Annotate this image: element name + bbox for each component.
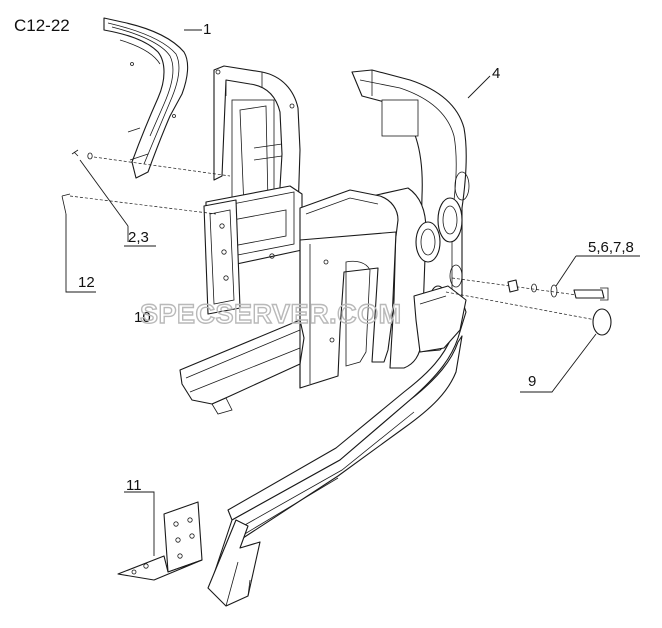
part-2-3-fastener <box>71 149 231 177</box>
part-1-trim-strip <box>103 17 189 179</box>
leader-11 <box>124 491 155 556</box>
part-9-cover-cap <box>445 291 612 336</box>
leader-2-3 <box>79 159 129 227</box>
callout-1: 1 <box>203 21 211 38</box>
part-5-6-7-8-bolt-set <box>451 277 609 301</box>
callout-4: 4 <box>492 65 500 82</box>
callout-2-3: 2,3 <box>128 229 149 246</box>
drawing-title: C12-22 <box>14 16 70 35</box>
part-12-wire-hook <box>61 193 217 215</box>
leader-5-6-7-8 <box>555 255 577 287</box>
watermark-text: SPECSERVER.COM <box>140 299 402 329</box>
part-11-angle-bracket <box>117 501 203 581</box>
leader-4 <box>467 75 491 99</box>
callout-12: 12 <box>78 274 95 291</box>
leader-12 <box>65 214 96 293</box>
callout-11: 11 <box>126 477 142 494</box>
callout-5-6-7-8: 5,6,7,8 <box>588 239 634 256</box>
callout-10: 10 <box>134 309 151 326</box>
part-4-bumper-body <box>179 69 470 607</box>
leader-9 <box>520 333 597 393</box>
callout-9: 9 <box>528 373 536 390</box>
part-10-mount-plate <box>203 199 275 315</box>
